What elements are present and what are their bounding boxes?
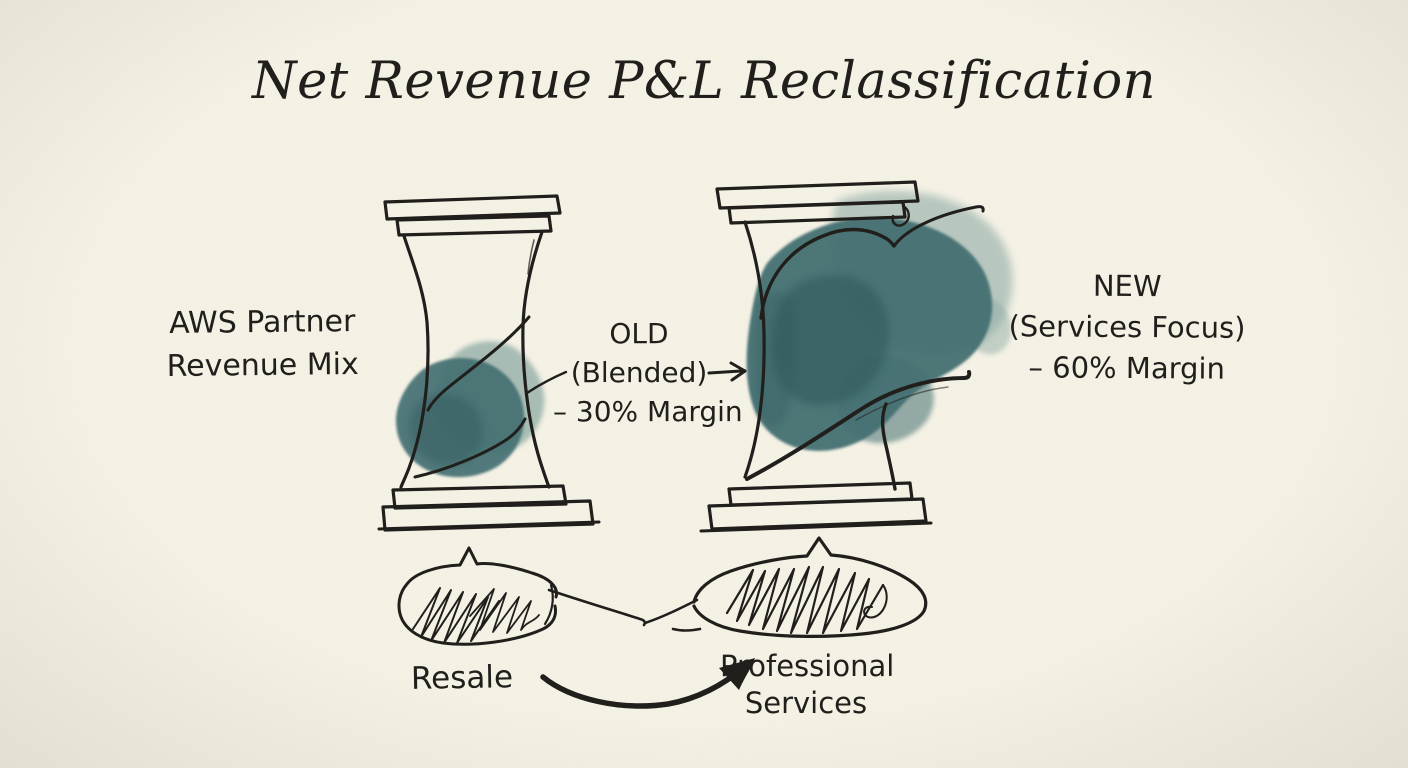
new-name: NEW bbox=[1092, 268, 1162, 304]
services-hatching bbox=[725, 565, 885, 635]
services-line1: Professional bbox=[720, 649, 895, 683]
transfer-arrow-icon bbox=[540, 658, 755, 709]
aws-partner-revenue-mix-label: AWS Partner Revenue Mix bbox=[150, 300, 376, 388]
services-line2: Services bbox=[744, 686, 868, 720]
new-margin: – 60% Margin bbox=[1028, 350, 1226, 386]
page-title: Net Revenue P&L Reclassification bbox=[252, 52, 1156, 111]
resale-hatching bbox=[412, 587, 500, 644]
context-label-line1: AWS Partner bbox=[169, 304, 356, 341]
resale-label: Resale bbox=[398, 659, 527, 697]
old-margin: – 30% Margin bbox=[553, 395, 743, 428]
services-hatching-tail bbox=[863, 584, 888, 619]
services-blob-drawing bbox=[671, 536, 928, 638]
old-name: OLD bbox=[609, 317, 669, 350]
new-qualifier: (Services Focus) bbox=[1008, 309, 1246, 345]
old-column-drawing bbox=[377, 194, 601, 532]
context-label-line2: Revenue Mix bbox=[166, 346, 359, 385]
new-column-drawing bbox=[699, 180, 985, 533]
old-qualifier: (Blended) bbox=[570, 356, 708, 389]
resale-text: Resale bbox=[410, 659, 514, 697]
arrow-right-icon bbox=[707, 361, 747, 382]
resale-hatching-2 bbox=[469, 588, 540, 634]
new-services-focus-label: NEW (Services Focus) – 60% Margin bbox=[1003, 265, 1252, 390]
old-label-connector-line bbox=[525, 370, 568, 395]
professional-services-label: Professional Services bbox=[720, 648, 895, 722]
old-blended-label: OLD (Blended) – 30% Margin bbox=[553, 314, 743, 431]
